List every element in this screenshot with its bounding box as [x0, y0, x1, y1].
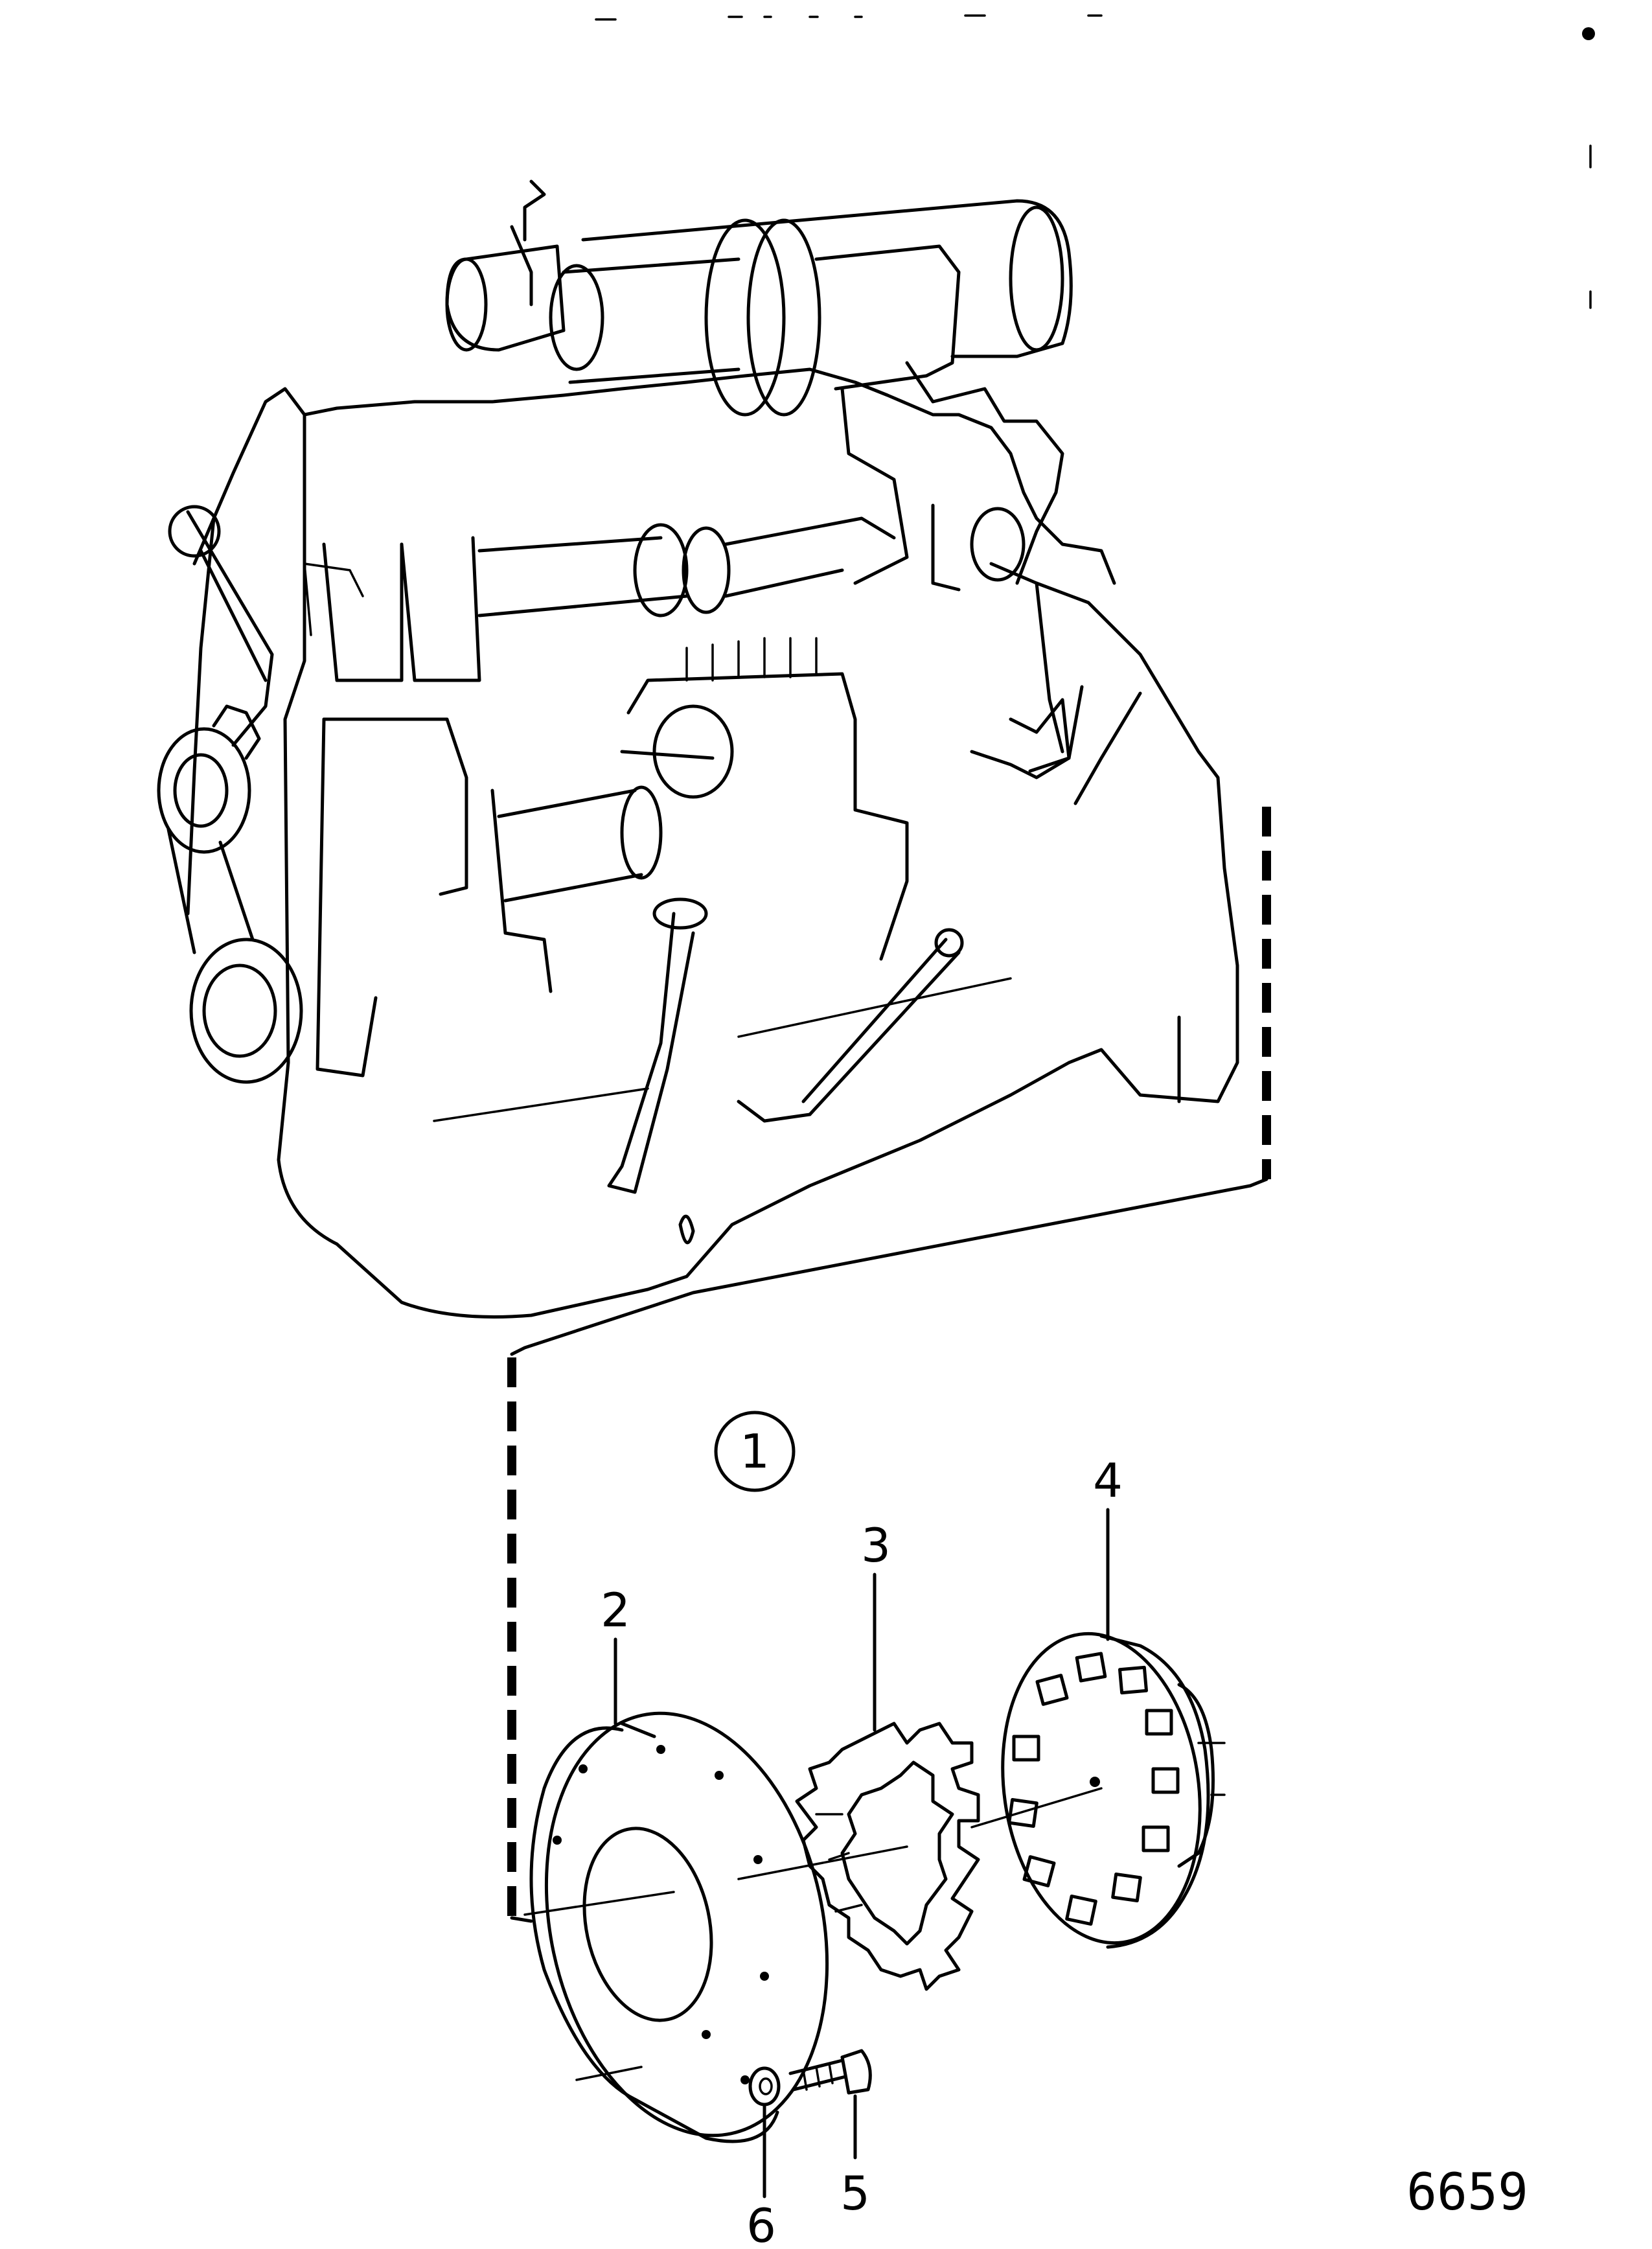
callout-leaders [614, 1508, 1110, 2198]
callout-6: 6 [746, 2198, 776, 2249]
part-6-washer [748, 2066, 781, 2106]
callout-2: 2 [601, 1583, 630, 1637]
callout-5: 5 [840, 2166, 870, 2220]
callout-4: 4 [1093, 1453, 1123, 1508]
callout-3: 3 [861, 1518, 891, 1573]
engine-assembly [157, 179, 1239, 1319]
part-2-flywheel-flange [529, 1711, 829, 2143]
drawing-code: 6659 [1406, 2163, 1528, 2222]
group-number: 1 [740, 1424, 770, 1479]
part-4-coupling-hub [1001, 1632, 1226, 1949]
callout-labels: 2 3 4 5 6 [601, 1453, 1123, 2249]
part-3-flexible-coupling [795, 1722, 980, 1991]
scan-marks [595, 14, 1595, 309]
assembly-axis [523, 1787, 1103, 1916]
connection-leader [507, 807, 1271, 1923]
part-5-bolt [788, 2049, 872, 2095]
group-number-circle: 1 [714, 1411, 796, 1492]
